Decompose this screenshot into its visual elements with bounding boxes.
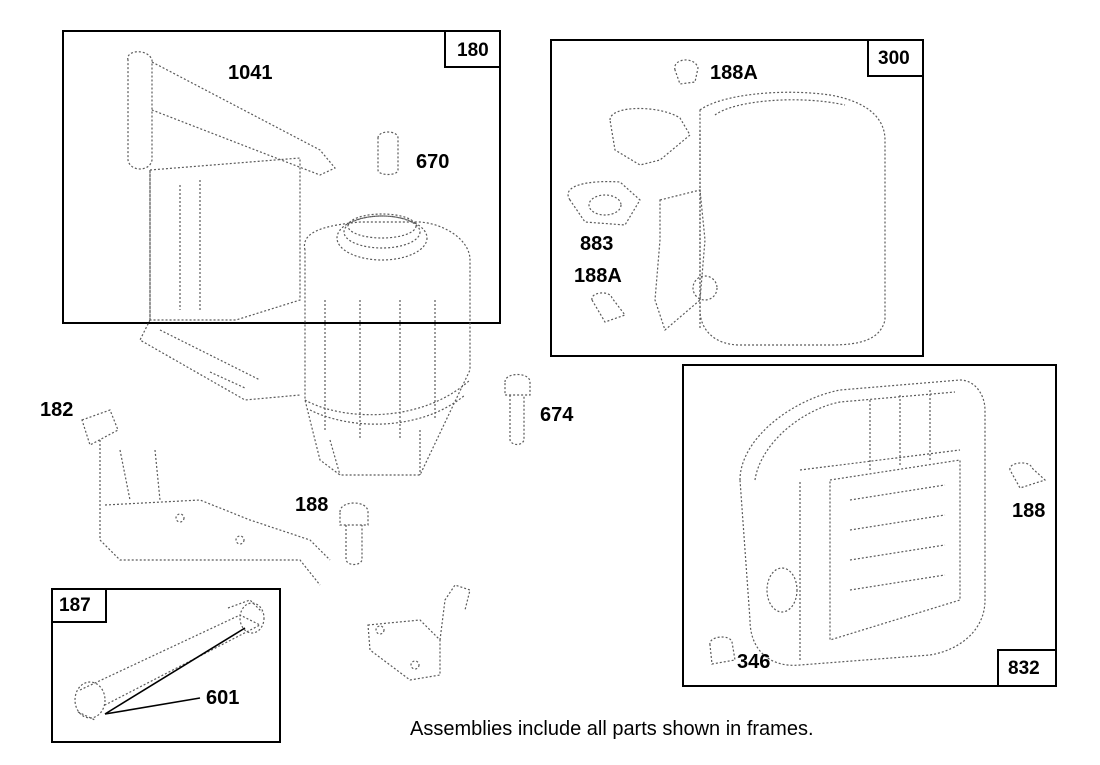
fuel-line-187-drawing: [74, 599, 265, 721]
caption-text: Assemblies include all parts shown in fr…: [410, 718, 814, 740]
part-label-1041: 1041: [228, 62, 273, 84]
screw-188-left-drawing: [339, 502, 369, 566]
leader-lines-601: [104, 627, 246, 715]
part-label-188a-mid: 188A: [574, 265, 622, 287]
part-label-346: 346: [737, 651, 771, 673]
guard-832-drawing: [709, 379, 1047, 666]
frame-187: [51, 588, 281, 743]
muffler-300-drawing: [567, 59, 886, 346]
screw-674-drawing: [504, 373, 531, 446]
frame-187-tag: 187: [59, 595, 91, 616]
frame-832: [682, 364, 1057, 687]
frame-180-tag: 180: [457, 40, 489, 61]
part-label-188-left: 188: [295, 494, 329, 516]
part-label-188a-top: 188A: [710, 62, 758, 84]
part-label-182: 182: [40, 399, 74, 421]
frame-300-tag: 300: [878, 48, 910, 69]
frame-300: [550, 39, 924, 357]
part-label-670: 670: [416, 151, 450, 173]
small-bracket-drawing: [367, 584, 471, 681]
part-label-188-right: 188: [1012, 500, 1046, 522]
part-label-883: 883: [580, 233, 614, 255]
frame-832-tag: 832: [1008, 658, 1040, 679]
part-label-601: 601: [206, 687, 240, 709]
part-label-674: 674: [540, 404, 574, 426]
fuel-tank-drawing: [127, 51, 471, 476]
bracket-182-drawing: [81, 409, 331, 586]
